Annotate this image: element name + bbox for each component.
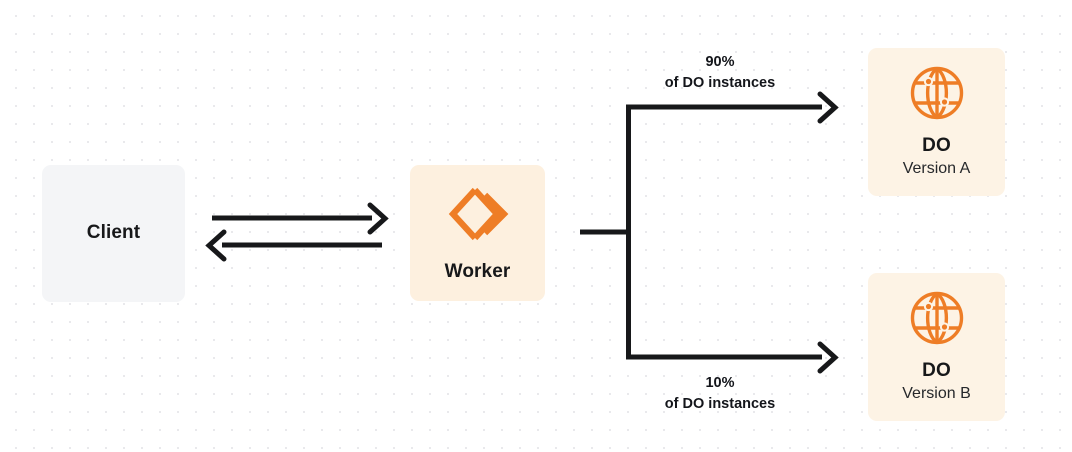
edge-label-do-a-caption: of DO instances (664, 75, 776, 92)
edge-label-do-b: 10% of DO instances (600, 373, 840, 415)
edge-label-do-b-caption: of DO instances (664, 396, 776, 413)
node-do-b-subtitle: Version B (902, 385, 971, 403)
arrow-client-to-worker (212, 202, 389, 235)
node-do-b-title: DO (922, 359, 951, 381)
node-do-a-subtitle: Version A (902, 160, 971, 178)
node-client[interactable]: Client (42, 165, 185, 302)
arrow-worker-to-do-a (626, 91, 839, 124)
arrow-worker-to-do-b (626, 341, 839, 374)
durable-object-globe-icon (909, 65, 965, 121)
node-do-a-title: DO (922, 134, 951, 156)
edge-label-do-b-percent: 10% (705, 375, 735, 391)
cloudflare-workers-icon (447, 183, 509, 245)
edge-label-do-a-percent: 90% (705, 54, 735, 70)
arrow-worker-to-client (205, 229, 382, 262)
node-do-b[interactable]: DO Version B (868, 273, 1005, 421)
edge-label-do-a: 90% of DO instances (600, 52, 840, 94)
node-worker[interactable]: Worker (410, 165, 545, 301)
branch-connector-spine (580, 105, 631, 359)
node-worker-title: Worker (444, 260, 511, 282)
node-client-title: Client (86, 222, 141, 244)
durable-object-globe-icon (909, 290, 965, 346)
node-do-a[interactable]: DO Version A (868, 48, 1005, 196)
